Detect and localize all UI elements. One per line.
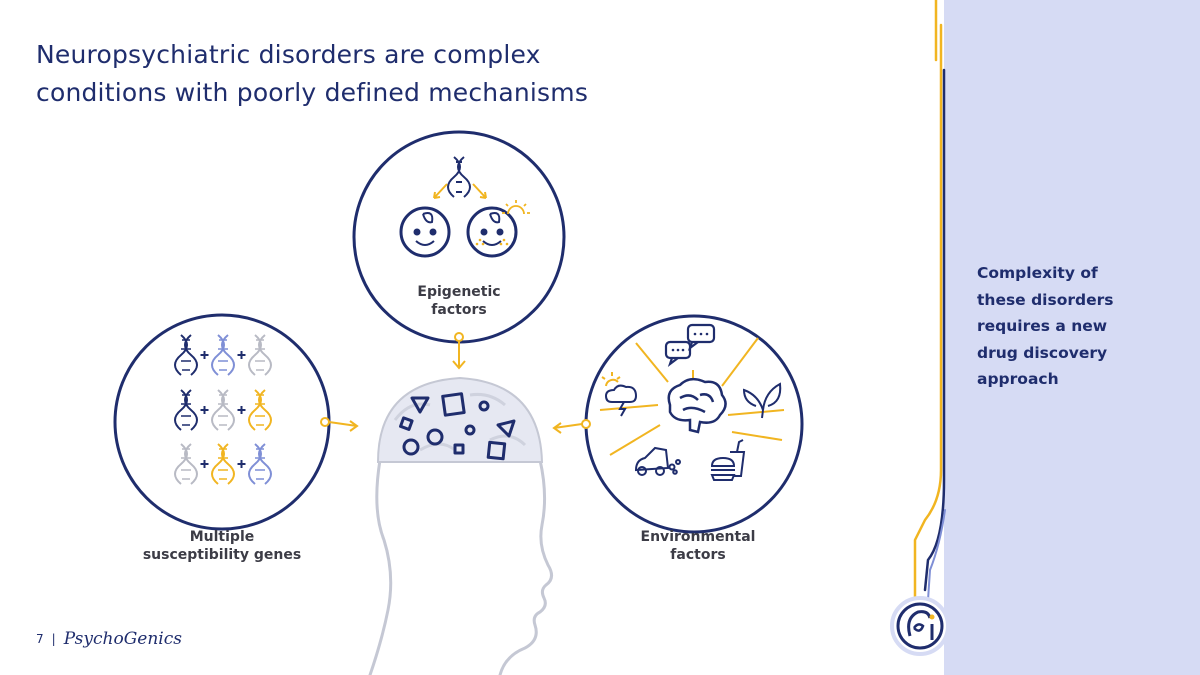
connector-environment (552, 419, 591, 434)
dna-helix-icon (248, 443, 272, 485)
car-exhaust-icon (634, 446, 681, 476)
brain-dome (376, 376, 544, 463)
brain-icon (667, 377, 727, 434)
epigenetic-circle (352, 130, 566, 344)
genes-label-line-1: Multiple (189, 529, 255, 545)
title-line-1: Neuropsychiatric disorders are complex (36, 40, 541, 69)
dna-icon (447, 156, 471, 198)
weather-icon (601, 372, 638, 417)
chat-bubbles-icon (664, 323, 716, 367)
side-text-line-2: these disorders (977, 290, 1114, 309)
connector-epigenetic (452, 332, 466, 370)
fast-food-icon (710, 439, 746, 481)
plus-icon (200, 460, 209, 468)
dna-helix-icon (211, 443, 235, 485)
side-text-line-4: drug discovery (977, 343, 1108, 362)
page-number: 7 (36, 632, 44, 646)
plus-icon (237, 351, 246, 359)
epigenetic-label: Epigenetic factors (399, 283, 519, 319)
epigenetic-label-line-2: factors (431, 302, 487, 318)
side-panel (944, 0, 1200, 675)
side-text-line-3: requires a new (977, 317, 1108, 335)
footer-separator: | (51, 632, 56, 646)
footer: 7 | PsychoGenics (36, 629, 182, 649)
epigenetic-label-line-1: Epigenetic (417, 284, 501, 300)
baby-face-icon (399, 206, 451, 258)
environment-circle (584, 314, 804, 534)
side-panel-text: Complexity of these disorders requires a… (977, 260, 1177, 393)
plus-icon (237, 460, 246, 468)
decorative-rails (913, 0, 946, 602)
plus-icon (237, 406, 246, 414)
plus-icon (200, 351, 209, 359)
baby-face-sun-icon (466, 206, 518, 258)
page-title: Neuropsychiatric disorders are complex c… (36, 36, 736, 112)
side-text-line-1: Complexity of (977, 264, 1098, 282)
brand-logo-icon (890, 596, 950, 656)
dna-helix-icon (174, 443, 198, 485)
dna-helix-icon (211, 334, 235, 376)
sun-icon (502, 200, 530, 215)
brand-wordmark: PsychoGenics (63, 629, 182, 649)
plus-icon (200, 406, 209, 414)
dna-helix-icon (248, 389, 272, 431)
side-text-line-5: approach (977, 370, 1059, 388)
title-line-2: conditions with poorly defined mechanism… (36, 78, 589, 107)
dna-helix-icon (248, 334, 272, 376)
environment-label-line-2: factors (670, 547, 726, 563)
head-silhouette (368, 298, 553, 675)
genes-label-line-2: susceptibility genes (142, 547, 302, 563)
dna-helix-icon (211, 389, 235, 431)
leaf-icon (742, 382, 782, 419)
connector-genes (320, 417, 359, 432)
dna-helix-icon (174, 389, 198, 431)
environment-label-line-1: Environmental (640, 529, 756, 545)
environment-label: Environmental factors (628, 528, 768, 564)
gene-grid (174, 334, 272, 485)
dna-helix-icon (174, 334, 198, 376)
genes-label: Multiple susceptibility genes (142, 528, 302, 564)
